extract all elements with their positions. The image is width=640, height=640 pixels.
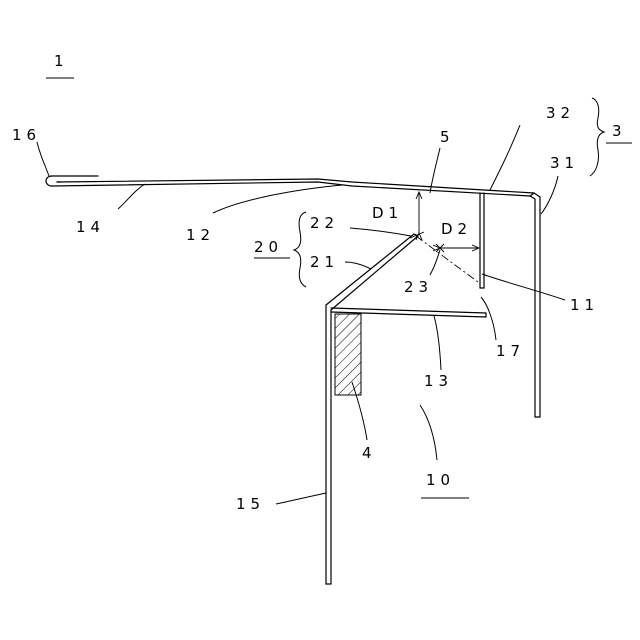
leader-16 — [37, 142, 49, 176]
label-d1: D1 — [372, 204, 403, 222]
brace-3 — [590, 98, 604, 176]
label-23: 23 — [404, 278, 433, 296]
leader-15 — [276, 493, 326, 504]
skirt-31 — [530, 193, 540, 417]
label-3: 3 — [612, 122, 627, 140]
leader-11 — [482, 274, 565, 300]
label-17: 17 — [496, 342, 525, 360]
label-d2: D2 — [441, 220, 472, 238]
leader-12 — [213, 185, 342, 213]
label-21: 21 — [310, 253, 339, 271]
leader-21 — [345, 262, 371, 269]
leader-31 — [541, 176, 558, 214]
leader-17 — [481, 297, 496, 340]
label-11: 11 — [570, 296, 599, 314]
leader-14 — [118, 184, 145, 209]
leader-32 — [490, 125, 520, 190]
line-23 — [416, 236, 478, 282]
label-13: 13 — [424, 372, 453, 390]
label-15: 15 — [236, 495, 265, 513]
leader-5 — [430, 148, 440, 193]
leader-23 — [430, 250, 440, 275]
label-4: 4 — [362, 444, 377, 462]
top-sheet-14-12 — [46, 176, 534, 196]
label-31: 31 — [550, 154, 579, 172]
label-5: 5 — [440, 128, 455, 146]
leader-13 — [434, 316, 441, 370]
plate-11 — [480, 193, 484, 288]
label-16: 16 — [12, 126, 41, 144]
leader-22 — [350, 228, 411, 236]
label-32: 32 — [546, 104, 575, 122]
label-12: 12 — [186, 226, 215, 244]
dimension-d2 — [436, 244, 479, 252]
label-20: 20 — [254, 238, 283, 256]
label-10: 10 — [426, 471, 455, 489]
block-4 — [335, 314, 361, 395]
label-1: 1 — [54, 52, 69, 70]
leader-10 — [420, 405, 437, 460]
brace-20 — [294, 212, 306, 287]
label-14: 14 — [76, 218, 105, 236]
label-22: 22 — [310, 214, 339, 232]
